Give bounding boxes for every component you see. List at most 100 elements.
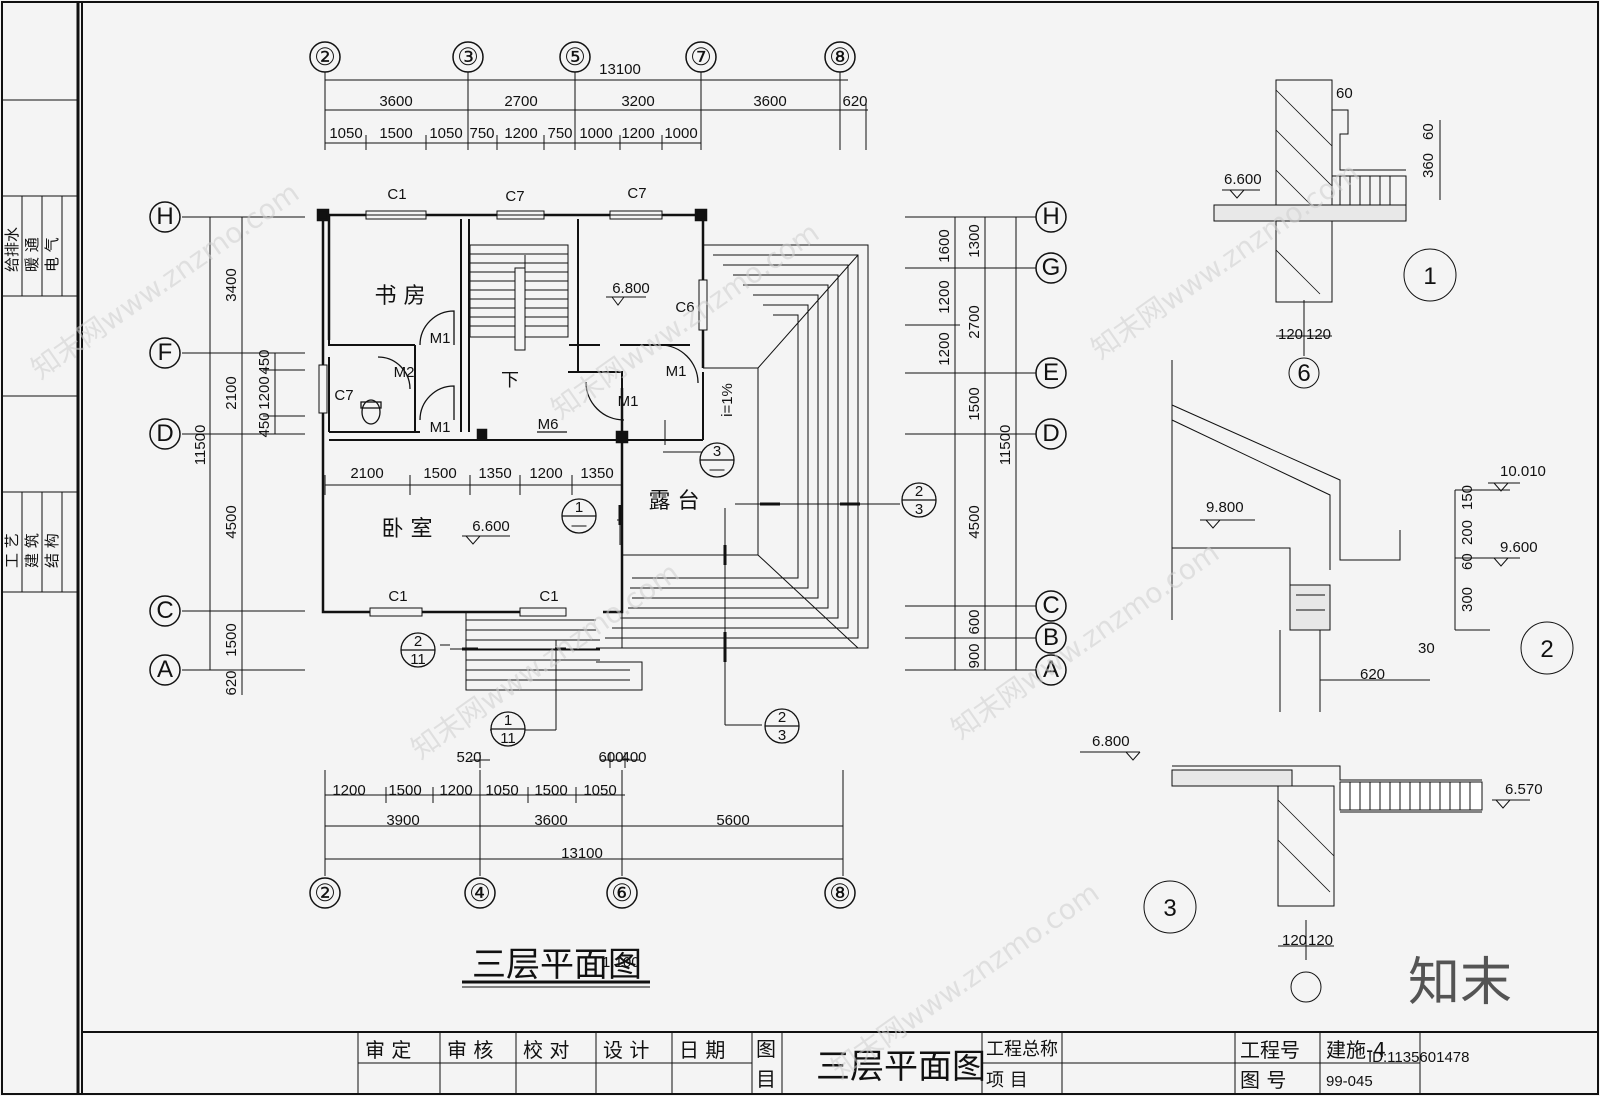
axis-bubble-right-D bbox=[1035, 418, 1067, 450]
opening-C1-top: C1 bbox=[387, 186, 406, 203]
d3-label: 3 bbox=[1163, 895, 1176, 922]
dim-right-f: 900 bbox=[966, 643, 983, 668]
tb-drawing-no-label: 图 号 bbox=[1240, 1068, 1286, 1092]
dim-bottom2-c: 5600 bbox=[716, 812, 749, 829]
strip-label-structure: 结 构 bbox=[43, 533, 61, 568]
level-bedroom: 6.600 bbox=[472, 518, 510, 535]
dim-left-b: 2100 bbox=[223, 376, 240, 409]
dim-inner-e: 1350 bbox=[580, 465, 613, 482]
title-block bbox=[82, 1031, 1598, 1094]
dim-right-a: 1600 bbox=[936, 229, 953, 262]
plan-title-scale: 1:100 bbox=[602, 954, 640, 971]
d2-dim-c: 60 bbox=[1459, 553, 1476, 570]
axis-bubble-left-A bbox=[149, 654, 181, 686]
left-strip-labels: 给排水 暖 通 电 气 工 艺 建 筑 结 构 bbox=[3, 227, 61, 568]
dim-top-total: 13100 bbox=[599, 61, 641, 78]
detail-2-text: 10.010 9.800 9.600 150 200 60 300 620 30… bbox=[1206, 463, 1554, 683]
tb-project-no-value: 建施-4 bbox=[1326, 1038, 1386, 1062]
axis-right-H: H bbox=[1042, 203, 1059, 230]
tb-project-total: 工程总称 bbox=[986, 1039, 1058, 1060]
dim-top2-g: 1000 bbox=[579, 125, 612, 142]
axis-bubble-right-E bbox=[1035, 357, 1067, 389]
stair-down-label: 下 bbox=[501, 370, 519, 391]
d2-dim-b: 200 bbox=[1459, 520, 1476, 545]
tb-date: 日 期 bbox=[679, 1038, 725, 1062]
d2-elev-b: 9.800 bbox=[1206, 499, 1244, 516]
watermark-logo: 知末 bbox=[1408, 953, 1512, 1013]
watermark-id: ID:1135601478 bbox=[1368, 1049, 1469, 1066]
opening-M6: M6 bbox=[538, 416, 559, 433]
axis-bubble-top-8 bbox=[824, 41, 856, 73]
d1-elev: 6.600 bbox=[1224, 171, 1262, 188]
sm6-den: 3 bbox=[778, 727, 786, 744]
plan-title: 三层平面图 1:100 bbox=[462, 945, 650, 988]
dim-right-total: 11500 bbox=[997, 425, 1014, 466]
axis-bottom-6: ⑥ bbox=[611, 880, 633, 907]
tb-check: 校 对 bbox=[523, 1038, 569, 1062]
opening-M2: M2 bbox=[394, 364, 415, 381]
axis-right-D: D bbox=[1042, 420, 1059, 447]
axis-bottom-8: ⑧ bbox=[829, 880, 851, 907]
dim-bottom-small-b: 600 bbox=[598, 749, 623, 766]
axis-bubble-left-F bbox=[149, 337, 181, 369]
dim-right2-b: 2700 bbox=[966, 305, 983, 338]
dim-top2-c: 1050 bbox=[429, 125, 462, 142]
dim-inner-c: 1350 bbox=[478, 465, 511, 482]
axis-bubble-bottom-8 bbox=[824, 877, 856, 909]
axis-left-F: F bbox=[158, 339, 173, 366]
room-study: 书 房 bbox=[375, 284, 426, 309]
inner-dimensions: 2100 1500 1350 1200 1350 bbox=[350, 465, 613, 482]
dim-inner-b: 1500 bbox=[423, 465, 456, 482]
d2-dim-f: 30 bbox=[1418, 640, 1435, 657]
dim-top-c: 3200 bbox=[621, 93, 654, 110]
sm3-den: 3 bbox=[915, 501, 923, 518]
axis-top-2: ② bbox=[314, 44, 336, 71]
axis-bubble-top-5 bbox=[559, 41, 591, 73]
dim-bottom-total: 13100 bbox=[561, 845, 603, 862]
tb-project-no-label: 工程号 bbox=[1240, 1038, 1300, 1062]
section-markers bbox=[400, 442, 937, 747]
axis-top-5: ⑤ bbox=[564, 44, 586, 71]
strip-label-plumbing: 给排水 bbox=[3, 227, 21, 272]
opening-labels: C1 C7 C7 C6 C7 M1 M2 M1 M1 M1 M6 C1 C1 bbox=[334, 185, 694, 605]
bottom-dimensions: 520 600 400 1200 1500 1200 1050 1500 105… bbox=[332, 749, 749, 862]
dim-bottom-e: 1500 bbox=[534, 782, 567, 799]
sm3-num: 2 bbox=[915, 483, 923, 500]
opening-M1-c6room: M1 bbox=[666, 363, 687, 380]
sm2-den: — bbox=[710, 461, 725, 478]
opening-M1-terrace: M1 bbox=[618, 393, 639, 410]
strip-label-architecture: 建 筑 bbox=[23, 533, 41, 568]
axis-right-G: G bbox=[1042, 254, 1061, 281]
opening-C7-top-b: C7 bbox=[627, 185, 646, 202]
dim-bottom-d: 1050 bbox=[485, 782, 518, 799]
axis-bubble-right-C bbox=[1035, 590, 1067, 622]
dim-bottom-small-a: 520 bbox=[456, 749, 481, 766]
d1-dim-b: 60 bbox=[1420, 123, 1437, 140]
axis-bubble-top-3 bbox=[452, 41, 484, 73]
dim-bottom-f: 1050 bbox=[583, 782, 616, 799]
tb-audit: 审 定 bbox=[365, 1038, 411, 1062]
section-marker-text: 1 — 3 — 2 3 2 11 1 11 2 3 bbox=[410, 443, 923, 747]
dim-top2-d: 750 bbox=[469, 125, 494, 142]
axis-bottom-2: ② bbox=[314, 880, 336, 907]
tb-project-item: 项 目 bbox=[986, 1070, 1028, 1091]
opening-M1-wc: M1 bbox=[430, 419, 451, 436]
axis-bubble-left-H bbox=[149, 201, 181, 233]
d2-dim-d: 300 bbox=[1459, 587, 1476, 612]
dim-top-a: 3600 bbox=[379, 93, 412, 110]
tb-drawing-label-2: 目 bbox=[756, 1067, 776, 1091]
level-study: 6.800 bbox=[612, 280, 650, 297]
dim-left-d: 1500 bbox=[223, 623, 240, 656]
dim-top-e: 620 bbox=[842, 93, 867, 110]
sm6-num: 2 bbox=[778, 709, 786, 726]
d2-elev-a: 10.010 bbox=[1500, 463, 1546, 480]
dim-top2-h: 1200 bbox=[621, 125, 654, 142]
tb-drawing-no-value: 99-045 bbox=[1326, 1073, 1373, 1090]
axis-left-A: A bbox=[157, 656, 173, 683]
dim-left-e: 620 bbox=[223, 670, 240, 695]
d2-elev-c: 9.600 bbox=[1500, 539, 1538, 556]
dim-right-d: 1500 bbox=[966, 387, 983, 420]
